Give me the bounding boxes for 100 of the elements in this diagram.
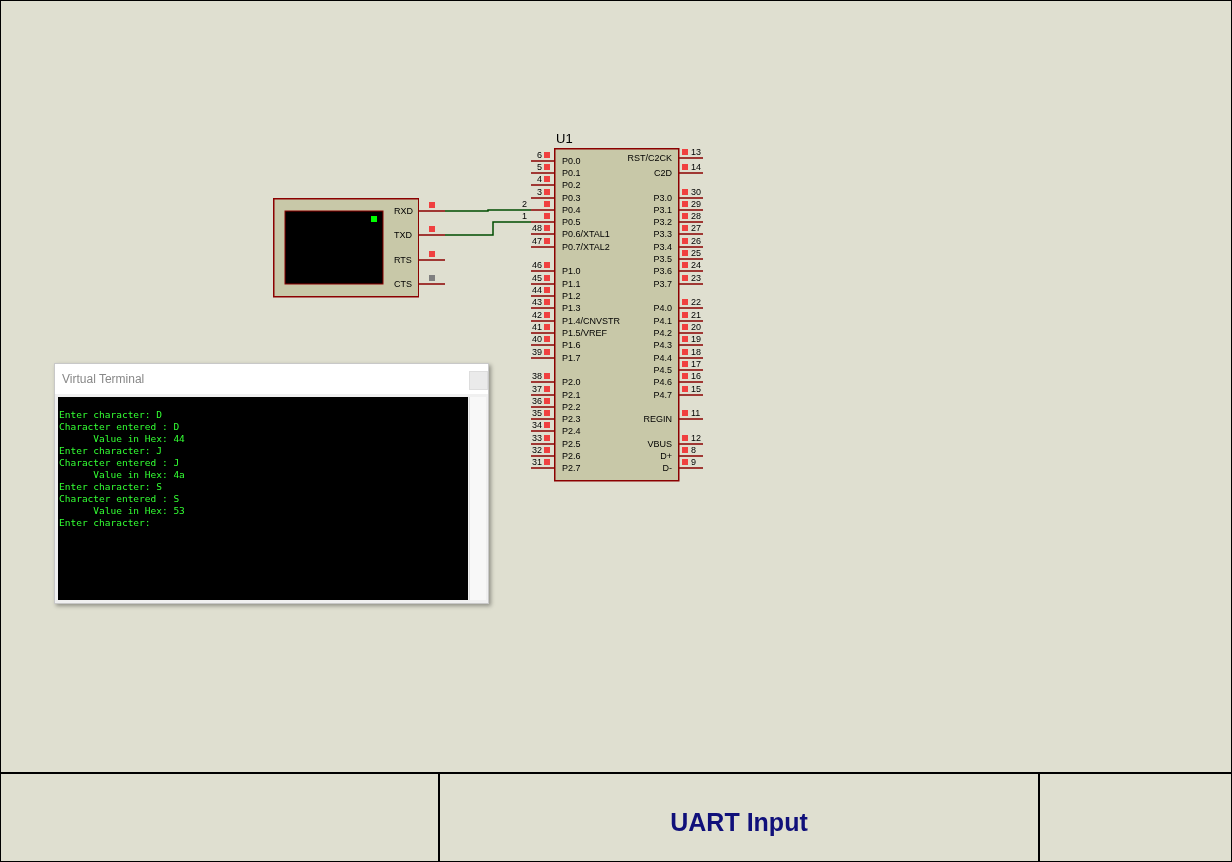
pin-name: P2.7 [562,463,581,473]
pin-number: 18 [691,347,701,357]
pin-name: P1.6 [562,340,581,350]
pin-name: P3.6 [653,266,672,276]
pin-number: 24 [691,260,701,270]
pin-number: 41 [532,322,542,332]
pin-number: 43 [532,297,542,307]
pin-number: 48 [532,223,542,233]
pin-number: 42 [532,310,542,320]
terminal-window [54,363,489,604]
pin-name: P3.7 [653,279,672,289]
pin-number: 44 [532,285,542,295]
pin-number: 33 [532,433,542,443]
pin-name: RXD [394,206,413,216]
pin-number: 36 [532,396,542,406]
pin-name: P1.5/VREF [562,328,608,338]
pin-name: P2.4 [562,426,581,436]
pin-name: P1.2 [562,291,581,301]
pin-name: P4.5 [653,365,672,375]
pin-name: P2.3 [562,414,581,424]
pin-number: 45 [532,273,542,283]
pin-number: 14 [691,162,701,172]
pin-name: P0.2 [562,180,581,190]
pin-name: P1.3 [562,303,581,313]
pin-number: 20 [691,322,701,332]
reference-label: U1 [556,132,573,146]
terminal-line: Value in Hex: 53 [92,505,185,516]
pin-name: P1.0 [562,266,581,276]
pin-number: 19 [691,334,701,344]
pin-name: P3.0 [653,193,672,203]
pin-name: C2D [654,168,672,178]
terminal-line: Enter character: D [59,409,162,420]
pin-number: 12 [691,433,701,443]
pin-number: 30 [691,187,701,197]
terminal-line: Character entered : J [59,457,180,468]
pin-name: RTS [394,255,412,265]
pin-number: 38 [532,371,542,381]
wire [444,221,532,236]
pin-name: P4.6 [653,377,672,387]
pin-name: P4.3 [653,340,672,350]
pin-name: P0.4 [562,205,581,215]
window-title: Virtual Terminal [62,373,145,386]
pin-number: 3 [537,187,542,197]
pin-number: 21 [691,310,701,320]
pin-number: 35 [532,408,542,418]
pin-name: D+ [660,451,672,461]
pin-name: P1.4/CNVSTR [562,316,621,326]
pin-name: P4.0 [653,303,672,313]
pin-number: 37 [532,384,542,394]
pin-name: P4.1 [653,316,672,326]
drawing-title: UART Input [670,808,808,837]
pin-name: P3.5 [653,254,672,264]
pin-name: VBUS [647,439,672,449]
pin-name: P4.7 [653,390,672,400]
pin-number: 1 [522,211,527,221]
pin-number: 32 [532,445,542,455]
pin-name: P0.1 [562,168,581,178]
pin-name: P0.0 [562,156,581,166]
pin-number: 27 [691,223,701,233]
pin-name: P2.1 [562,390,581,400]
terminal-line: Character entered : D [59,421,180,432]
pin-number: 4 [537,174,542,184]
pin-number: 13 [691,147,701,157]
pin-name: P3.1 [653,205,672,215]
pin-name: P3.2 [653,217,672,227]
pin-number: 9 [691,457,696,467]
pin-name: P0.6/XTAL1 [562,229,610,239]
pin-name: TXD [394,230,412,240]
terminal-line: Enter character: J [59,445,162,456]
pin-name: CTS [394,279,412,289]
pin-number: 29 [691,199,701,209]
pin-number: 16 [691,371,701,381]
terminal-line: Value in Hex: 44 [92,433,185,444]
pin-name: P3.3 [653,229,672,239]
pin-name: P4.2 [653,328,672,338]
pin-name: P1.7 [562,353,581,363]
pin-number: 26 [691,236,701,246]
pin-number: 46 [532,260,542,270]
pin-number: 25 [691,248,701,258]
pin-name: RST/C2CK [627,153,672,163]
pin-name: P2.6 [562,451,581,461]
pin-name: P1.1 [562,279,581,289]
pin-number: 2 [522,199,527,209]
pin-name: P2.5 [562,439,581,449]
pin-name: D- [662,463,672,473]
pin-name: REGIN [643,414,672,424]
pin-name: P3.4 [653,242,672,252]
pin-number: 6 [537,150,542,160]
terminal-line: Character entered : S [59,493,180,504]
pin-number: 5 [537,162,542,172]
pin-number: 39 [532,347,542,357]
pin-name: P2.2 [562,402,581,412]
pin-number: 47 [532,236,542,246]
pin-name: P0.5 [562,217,581,227]
pin-number: 8 [691,445,696,455]
pin-number: 22 [691,297,701,307]
pin-name: P2.0 [562,377,581,387]
pin-number: 23 [691,273,701,283]
terminal-line: Enter character: [59,517,151,528]
pin-number: 17 [691,359,701,369]
